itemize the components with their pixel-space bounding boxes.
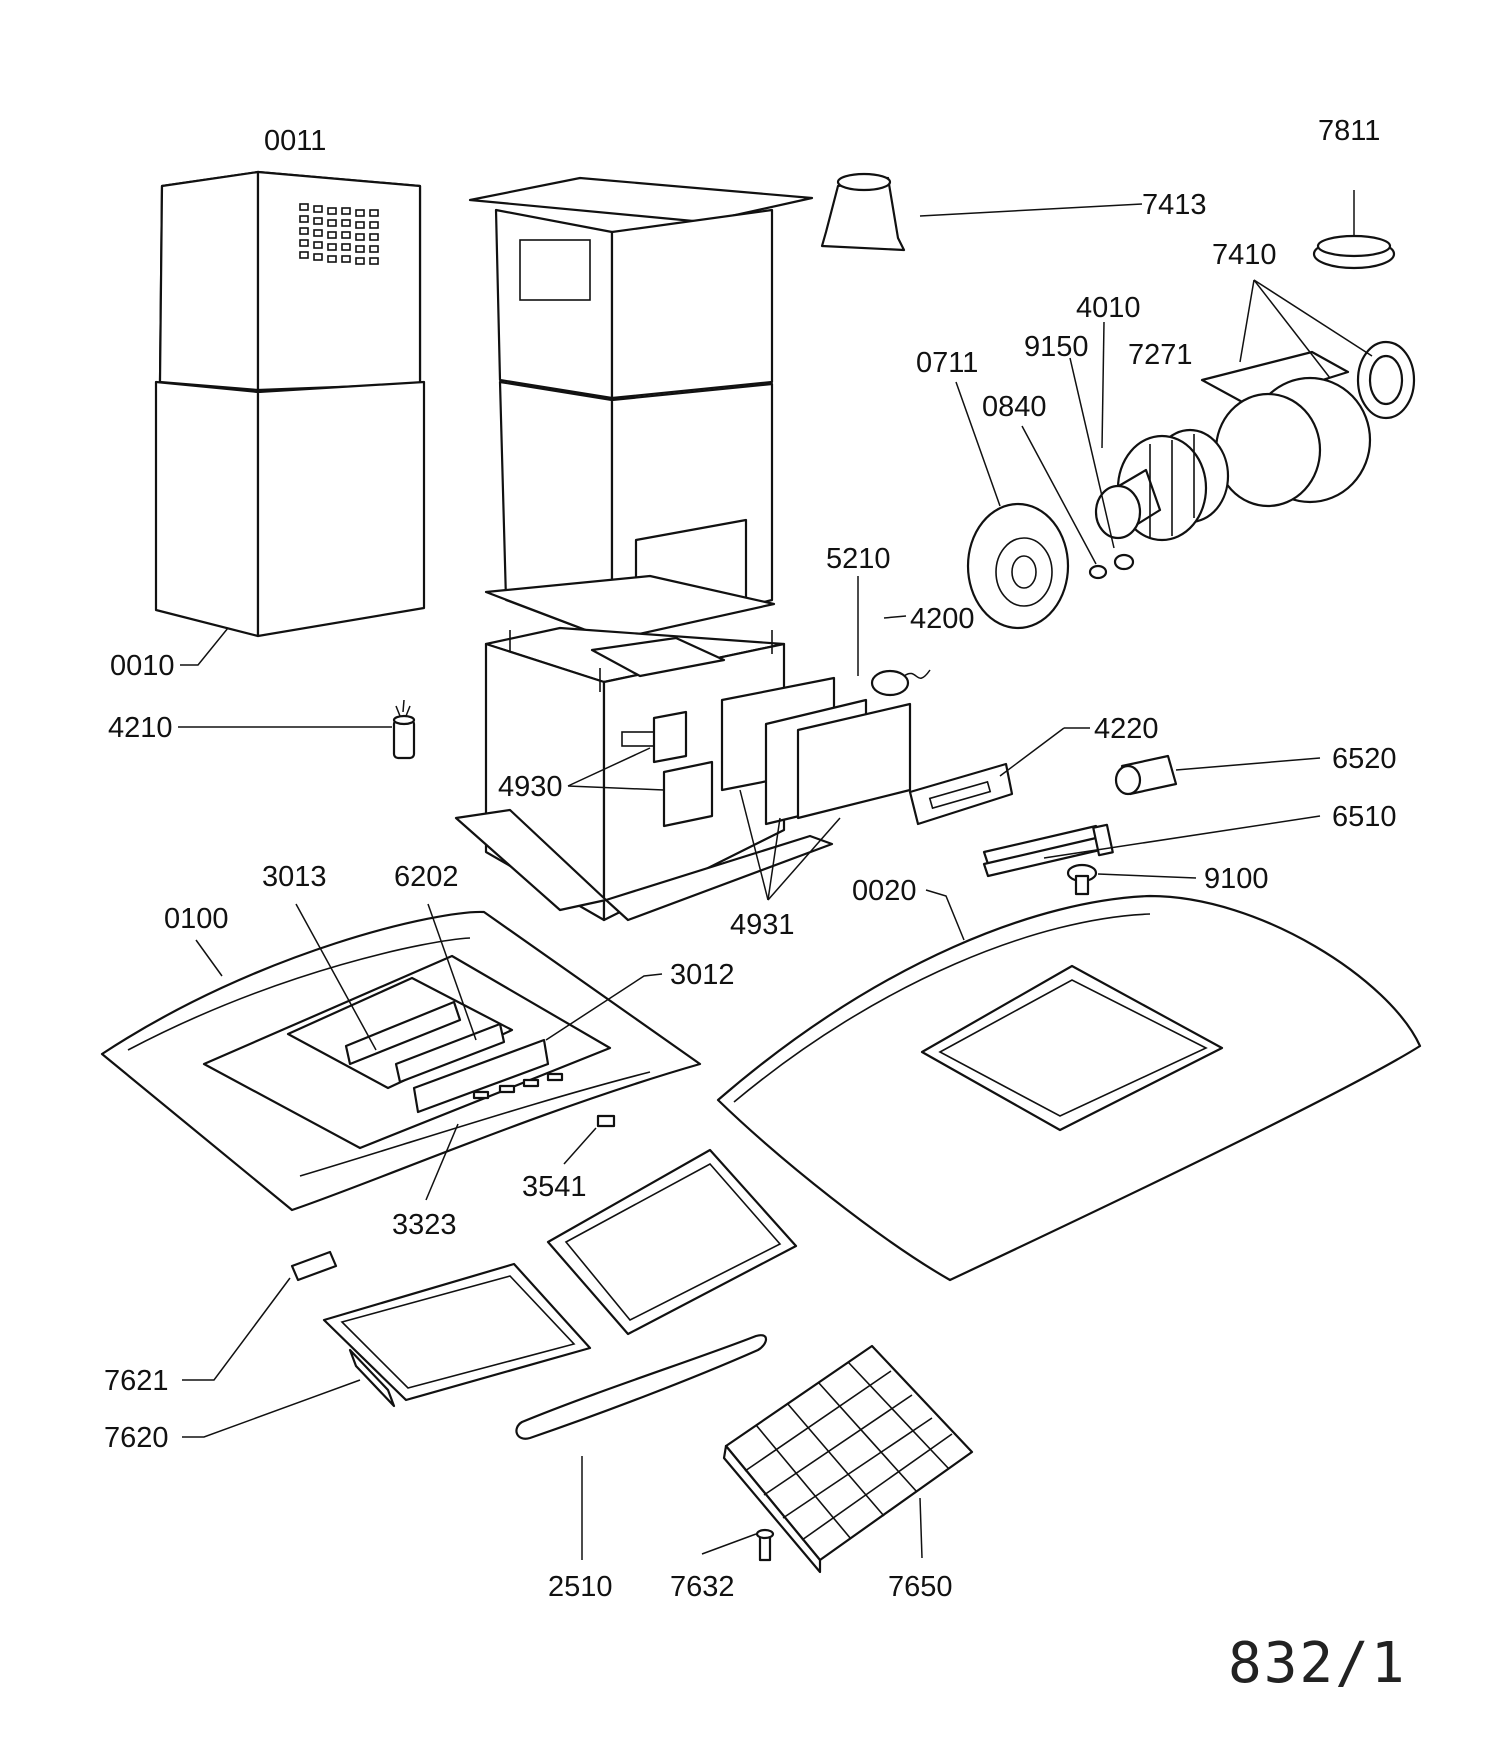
seal-2510 bbox=[515, 1334, 768, 1440]
label-3541: 3541 bbox=[522, 1171, 587, 1203]
motor-plate-0711 bbox=[966, 502, 1070, 630]
label-6510: 6510 bbox=[1332, 801, 1397, 833]
leader-lines bbox=[178, 190, 1373, 1560]
inner-chimney-frame bbox=[468, 176, 814, 642]
label-7271: 7271 bbox=[1128, 339, 1193, 371]
label-3323: 3323 bbox=[392, 1209, 457, 1241]
carbon-filter-7650 bbox=[722, 1344, 974, 1574]
label-4010: 4010 bbox=[1076, 292, 1141, 324]
blower-housing-7410 bbox=[1200, 340, 1416, 508]
washer-0840-nut-9150 bbox=[1088, 553, 1135, 580]
label-9150: 9150 bbox=[1024, 331, 1089, 363]
collar-7413 bbox=[820, 172, 906, 252]
connector-4220 bbox=[908, 762, 1014, 826]
label-3013: 3013 bbox=[262, 861, 327, 893]
label-7811: 7811 bbox=[1318, 115, 1380, 147]
label-4931: 4931 bbox=[730, 909, 795, 941]
label-7621: 7621 bbox=[104, 1365, 169, 1397]
clip-7621 bbox=[290, 1250, 338, 1282]
label-4210: 4210 bbox=[108, 712, 173, 744]
knob-9100 bbox=[1066, 863, 1098, 896]
label-0011: 0011 bbox=[264, 125, 326, 157]
label-9100: 9100 bbox=[1204, 863, 1269, 895]
label-0020: 0020 bbox=[852, 875, 917, 907]
label-7413: 7413 bbox=[1142, 189, 1207, 221]
label-7650: 7650 bbox=[888, 1571, 953, 1603]
canopy-body-0100 bbox=[100, 910, 702, 1212]
control-buttons bbox=[472, 1072, 564, 1100]
electronic-modules bbox=[621, 676, 912, 828]
capacitor-4200 bbox=[870, 669, 931, 697]
vent-grille bbox=[299, 203, 379, 265]
grease-filter-front bbox=[546, 1148, 798, 1336]
label-4220: 4220 bbox=[1094, 713, 1159, 745]
label-0840: 0840 bbox=[982, 391, 1047, 423]
lamp-holder-6520 bbox=[1114, 754, 1178, 796]
grease-filter-7620 bbox=[322, 1262, 592, 1408]
label-7632: 7632 bbox=[670, 1571, 735, 1603]
label-2510: 2510 bbox=[548, 1571, 613, 1603]
label-4200: 4200 bbox=[910, 603, 975, 635]
label-0010: 0010 bbox=[110, 650, 175, 682]
label-7410: 7410 bbox=[1212, 239, 1277, 271]
label-3012: 3012 bbox=[670, 959, 735, 991]
label-0711: 0711 bbox=[916, 347, 978, 379]
label-6520: 6520 bbox=[1332, 743, 1397, 775]
carbon-filter-grid bbox=[744, 1361, 953, 1541]
motor-4010-fan bbox=[1094, 428, 1230, 542]
screw-7632 bbox=[755, 1528, 775, 1562]
label-5210: 5210 bbox=[826, 543, 891, 575]
part-labels: 0011 0010 4210 7811 7413 7410 4010 9150 … bbox=[104, 115, 1397, 1603]
sheet-number: 832/1 bbox=[1228, 1631, 1407, 1696]
label-7620: 7620 bbox=[104, 1422, 169, 1454]
fuse-4210 bbox=[392, 699, 416, 760]
glass-canopy-0020 bbox=[716, 894, 1422, 1282]
flange-7811 bbox=[1312, 234, 1396, 270]
label-4930: 4930 bbox=[498, 771, 563, 803]
chimney-cover-0011-0010 bbox=[154, 170, 426, 638]
label-0100: 0100 bbox=[164, 903, 229, 935]
label-6202: 6202 bbox=[394, 861, 459, 893]
